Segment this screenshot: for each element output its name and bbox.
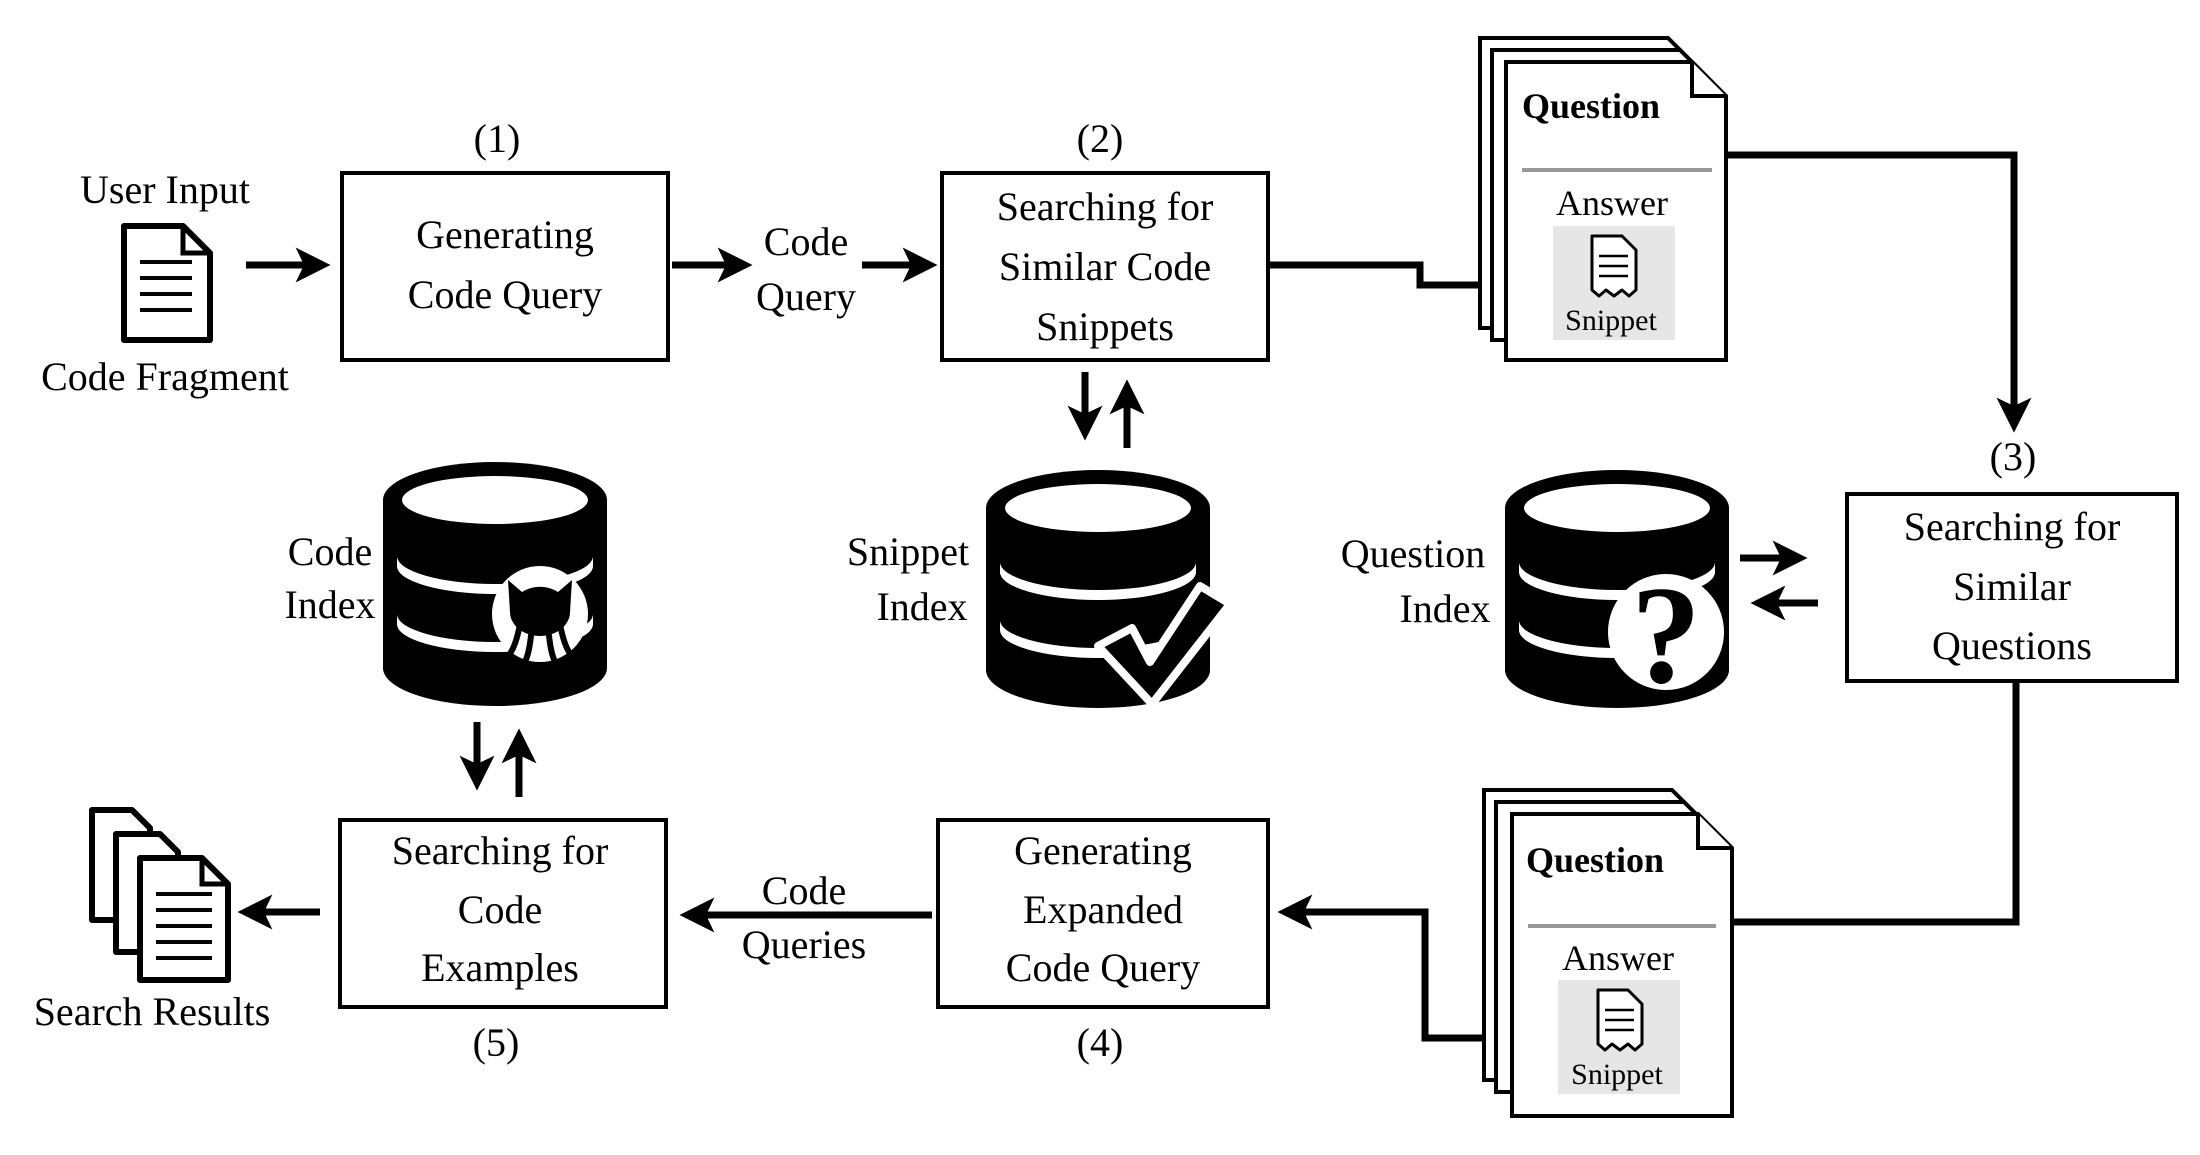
step-3-searching-similar-questions: (3) Searching for Similar Questions [1845,434,2179,683]
snippet-document-icon [1590,234,1638,298]
step-3-line-2: Similar [1953,564,2071,609]
step-2-box [940,171,1270,362]
step-3-box [1845,492,2179,683]
snippet-document-icon [1596,988,1644,1052]
step-3-line-3: Questions [1932,623,2092,668]
code-queries-label-line-1: Code [762,868,846,913]
step-3-line-1: Searching for [1904,504,2121,549]
snippet-index-label-line-1: Snippet [847,529,969,574]
step-4-box [936,818,1270,1009]
question-index-label-line-1: Question [1341,531,1485,576]
user-input-label: User Input [80,167,250,212]
step-2-number: (2) [1077,116,1124,161]
qa-document-stack-top: Question Answer Snippet [1478,36,1728,362]
code-fragment-document-icon [121,223,213,343]
code-index-label-line-2: Index [284,582,375,627]
code-query-label-line-2: Query [756,274,856,319]
question-title: Question [1526,840,1664,880]
step-5-searching-code-examples: Searching for Code Examples (5) [338,818,668,1065]
step-5-line-3: Examples [421,945,579,990]
checkmark-database-icon [986,470,1234,708]
step-2-line-1: Searching for [997,184,1214,229]
page-fold-icon [1696,814,1732,850]
code-queries-label-line-2: Queries [742,922,866,967]
code-query-label-line-1: Code [764,219,848,264]
snippet-label: Snippet [1565,304,1657,337]
step-1-number: (1) [474,116,521,161]
step-1-line-1: Generating [416,212,594,257]
step-4-line-1: Generating [1014,828,1192,873]
search-results-label: Search Results [34,989,271,1034]
question-index-label-line-2: Index [1399,586,1490,631]
step-5-box [338,818,668,1009]
code-queries-edge-label: Code Queries [742,868,866,967]
step-1-line-2: Code Query [408,272,602,317]
step-4-number: (4) [1077,1020,1124,1065]
question-index-group: Question Index ? [1341,470,1729,713]
search-results-group: Search Results [34,807,271,1034]
step-2-line-2: Similar Code [999,244,1211,289]
step-5-line-2: Code [458,887,542,932]
qa-document-stack-bottom: Question Answer Snippet [1482,788,1734,1118]
step-1-generating-code-query: (1) Generating Code Query [340,116,670,362]
page-fold-icon [1690,62,1726,98]
answer-label: Answer [1562,938,1674,978]
step-2-line-3: Snippets [1036,304,1174,349]
snippet-index-label-line-2: Index [876,584,967,629]
question-title: Question [1522,86,1660,126]
code-index-group: Code Index [284,462,607,706]
snippet-label: Snippet [1571,1058,1663,1091]
step-4-line-3: Code Query [1006,945,1200,990]
code-query-edge-label: Code Query [756,219,856,319]
code-index-label-line-1: Code [288,529,372,574]
github-octocat-database-icon [383,462,607,706]
user-input-group: User Input Code Fragment [41,167,289,399]
svg-text:?: ? [1631,558,1701,713]
step-3-number: (3) [1990,434,2037,479]
code-fragment-label: Code Fragment [41,354,289,399]
step-4-line-2: Expanded [1023,887,1183,932]
answer-label: Answer [1556,183,1668,223]
step-5-number: (5) [473,1020,520,1065]
question-mark-database-icon: ? [1505,470,1729,713]
step-4-generating-expanded-query: Generating Expanded Code Query (4) [936,818,1270,1065]
snippet-index-group: Snippet Index [847,470,1234,708]
step-2-searching-similar-snippets: (2) Searching for Similar Code Snippets [940,116,1270,362]
search-results-documents-icon [89,807,231,983]
step-1-box [340,171,670,362]
step-5-line-1: Searching for [392,828,609,873]
